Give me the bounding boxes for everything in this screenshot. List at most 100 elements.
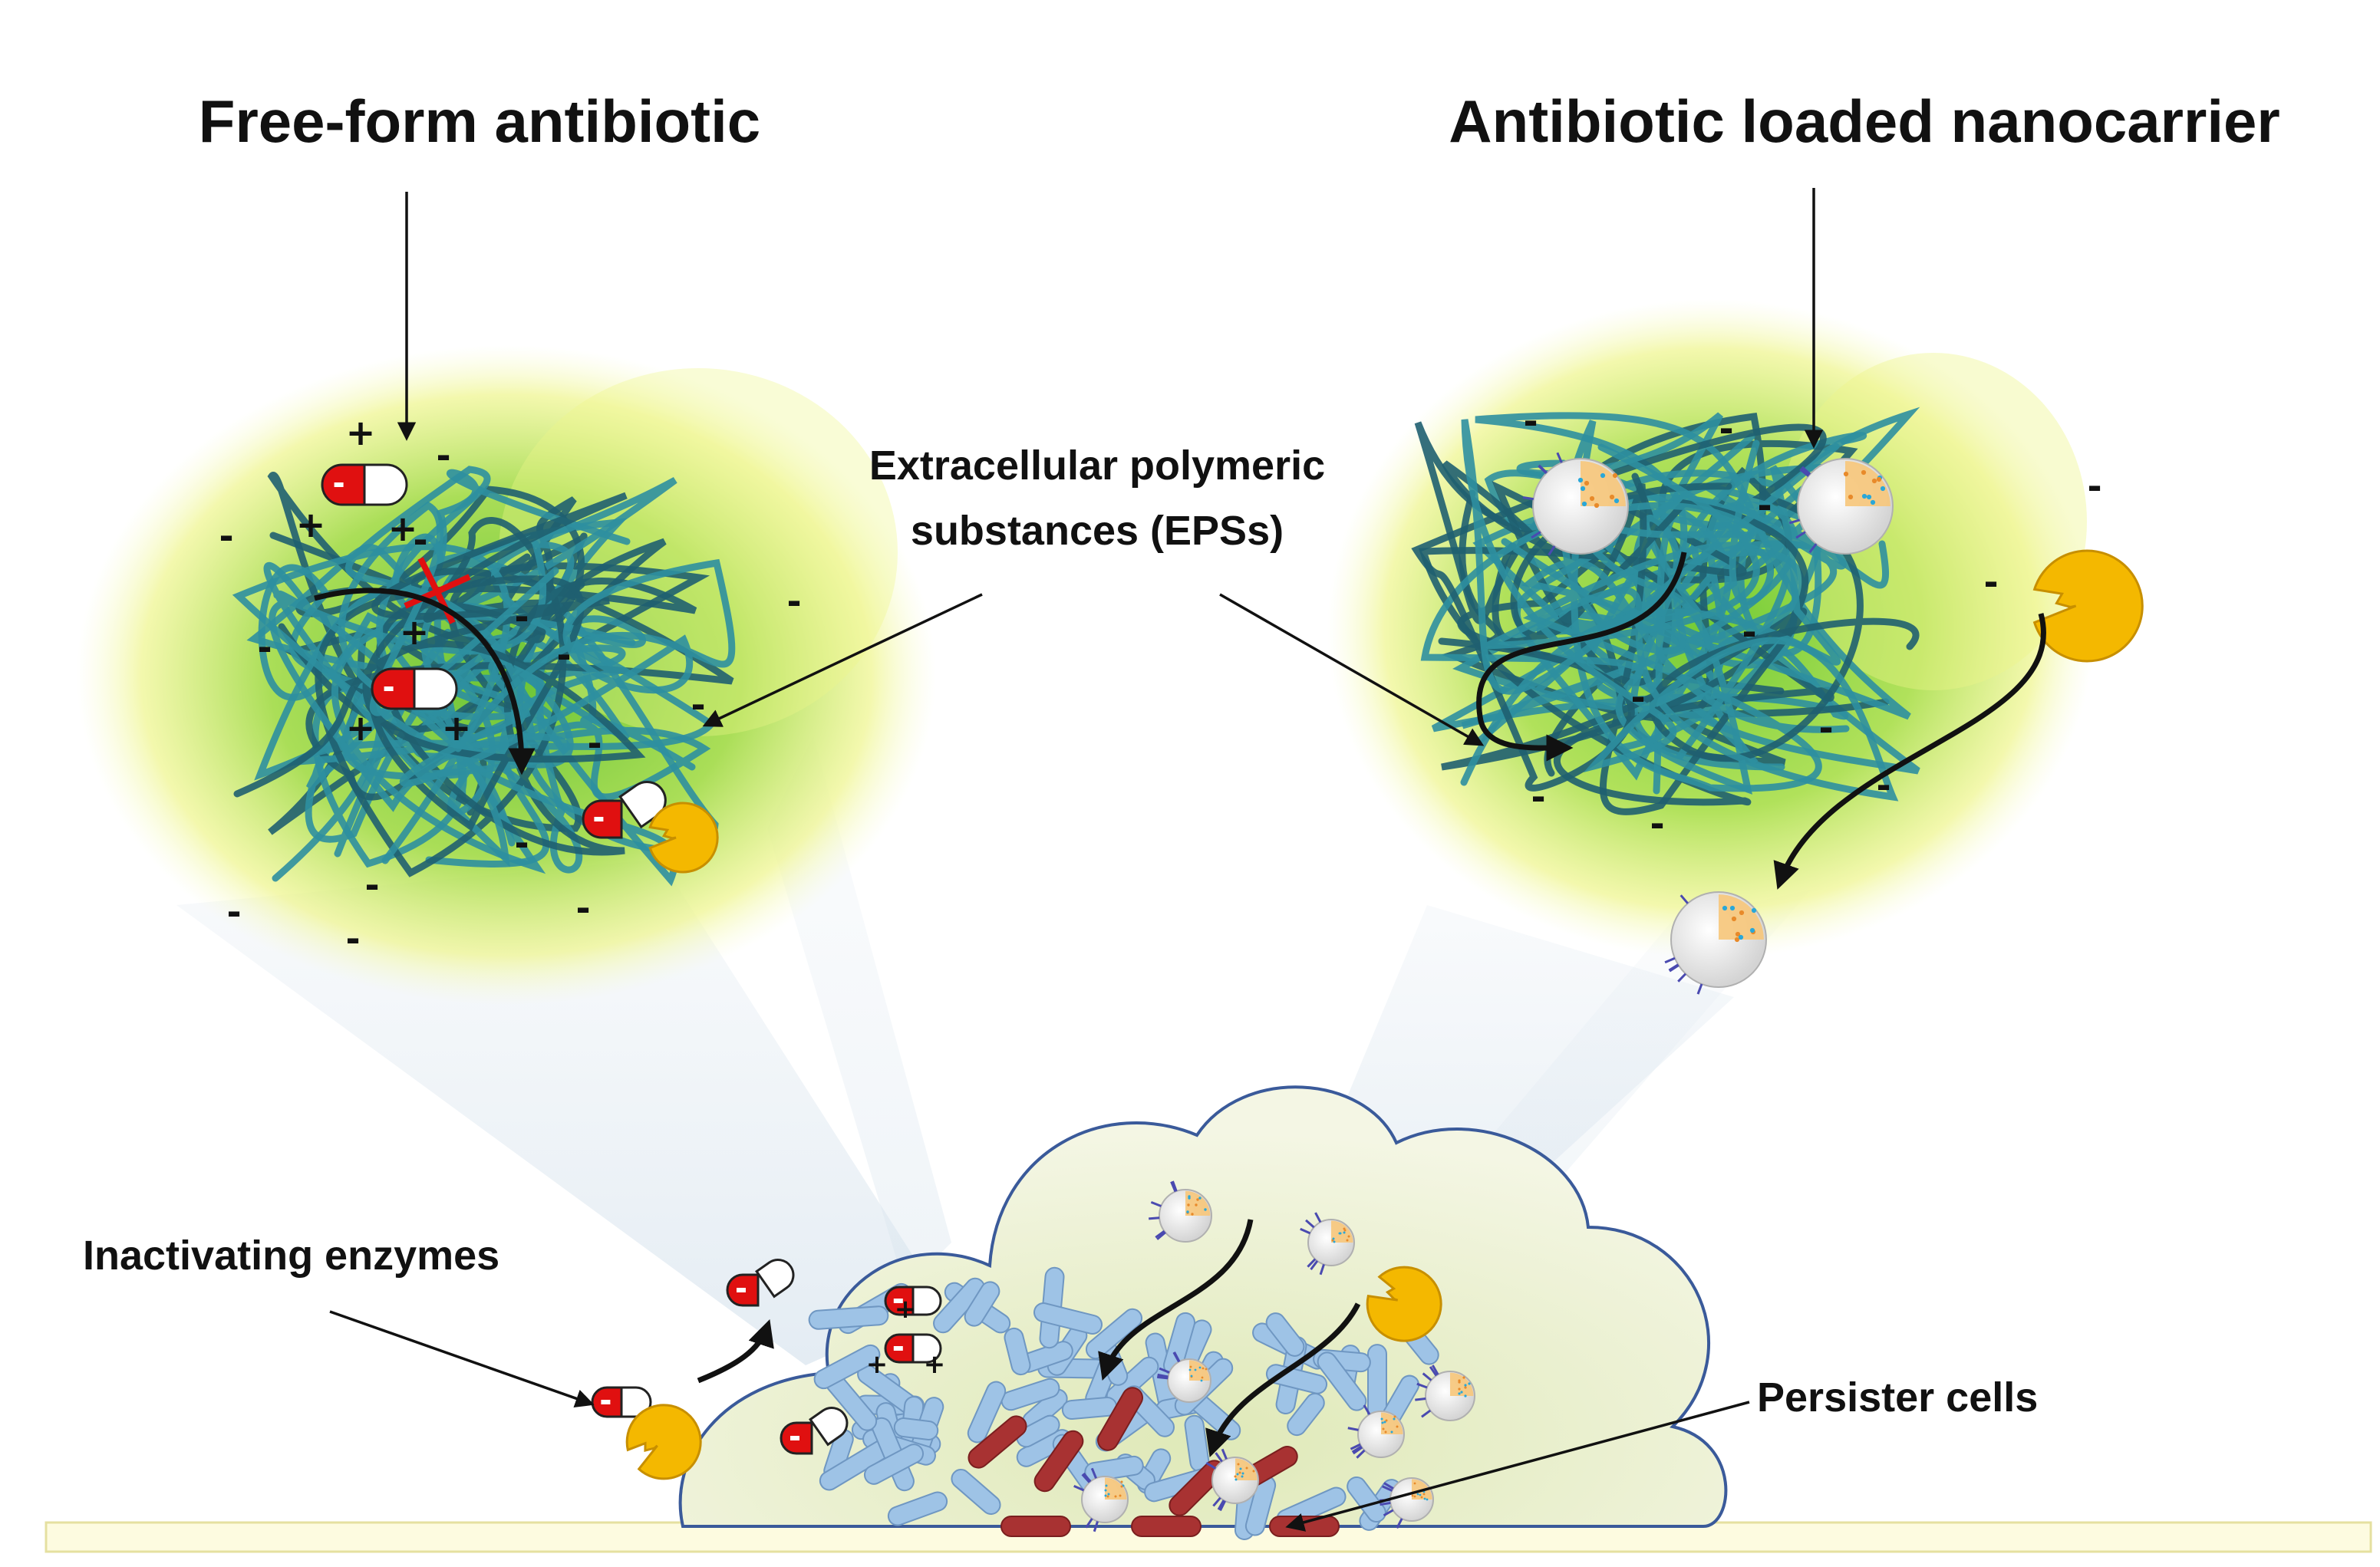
- negative-charge: -: [1531, 776, 1545, 818]
- bacterium-rod: [1347, 1476, 1386, 1523]
- negative-charge: -: [1719, 408, 1733, 449]
- positive-charge: +: [895, 1294, 917, 1325]
- arrow-biofilm-1: [1098, 1219, 1254, 1381]
- antibiotic-capsule-icon: [321, 463, 408, 506]
- bacterium-rod: [887, 1491, 948, 1526]
- arrow-eps-left: [702, 593, 983, 727]
- bacterium-rod: [1000, 1378, 1060, 1411]
- negative-charge: -: [587, 723, 602, 764]
- negative-charge: -: [1742, 611, 1756, 653]
- bacterium-rod: [964, 1281, 1000, 1327]
- arrow-diffusion-blocked: [314, 588, 536, 775]
- nanocarrier-icon: [1157, 1351, 1211, 1403]
- negative-charge: -: [226, 891, 241, 933]
- negative-charge: -: [556, 634, 571, 676]
- broken-capsule-icon: [780, 1407, 849, 1455]
- enzyme-icon: [625, 1404, 702, 1480]
- bacterium-rod: [1265, 1312, 1305, 1357]
- negative-charge: -: [514, 596, 529, 637]
- nanocarrier-icon: [1149, 1180, 1212, 1243]
- negative-charge: -: [691, 684, 705, 726]
- persister-cell: [1097, 1387, 1143, 1451]
- antibiotic-capsule-icon: [591, 1386, 652, 1418]
- nanocarrier-icon: [1300, 1212, 1355, 1276]
- negative-charge: -: [1818, 707, 1833, 749]
- negative-charge: -: [345, 918, 360, 960]
- title-free-form: Free-form antibiotic: [199, 87, 760, 155]
- bacterium-rod: [1033, 1302, 1103, 1335]
- bacterium-rod: [1085, 1308, 1143, 1360]
- positive-charge: +: [346, 707, 376, 749]
- bacterium-rod: [893, 1417, 939, 1440]
- positive-charge: +: [346, 412, 376, 453]
- positive-charge: +: [924, 1349, 946, 1380]
- arrow-enzymes: [329, 1310, 595, 1408]
- persister-cell: [1269, 1516, 1340, 1537]
- title-nanocarrier: Antibiotic loaded nanocarrier: [1449, 87, 2280, 155]
- negative-charge: -: [219, 515, 233, 557]
- eps-strand: [1461, 419, 1899, 802]
- persister-cell: [967, 1415, 1027, 1469]
- pointer-arrows: [329, 188, 1824, 1532]
- nanocarrier-icon: [1522, 452, 1629, 556]
- positive-charge: +: [388, 508, 418, 549]
- antibiotic-capsule-icon: [371, 667, 458, 710]
- arrow-nano-penetrate-1: [1476, 551, 1687, 762]
- eps-strand: [338, 501, 736, 787]
- bacterium-rod: [951, 1469, 1001, 1515]
- broken-capsule-icon: [726, 1259, 795, 1307]
- bacterium-rod: [1004, 1327, 1031, 1376]
- bacterium-rod: [1084, 1455, 1144, 1483]
- eps-blob-right: [1327, 299, 2095, 959]
- label-persister: Persister cells: [1757, 1374, 2038, 1421]
- negative-charge: -: [1650, 803, 1664, 844]
- nanocarrier-icon: [1788, 458, 1894, 555]
- eps-strands-right: [1411, 407, 1920, 815]
- positive-charge: +: [442, 707, 472, 749]
- persister-cell: [1000, 1516, 1071, 1537]
- label-eps-line2: substances (EPSs): [911, 508, 1284, 554]
- negative-charge: -: [575, 887, 590, 929]
- inactivating-enzymes: [625, 549, 2144, 1480]
- negative-charge: -: [514, 822, 529, 864]
- negative-charge: -: [1983, 561, 1998, 603]
- negative-charge: -: [786, 581, 801, 622]
- negative-charge: -: [257, 627, 272, 668]
- bacterium-rod: [1061, 1396, 1118, 1421]
- arrow-persister: [1285, 1401, 1750, 1532]
- nanocarrier-icon: [1347, 1404, 1405, 1459]
- arrow-eps-right: [1219, 593, 1485, 746]
- eps-strand: [232, 466, 678, 887]
- broken-capsule-icon: [582, 781, 667, 839]
- antibiotic-capsule-icon: [884, 1333, 942, 1364]
- label-enzymes: Inactivating enzymes: [83, 1233, 499, 1279]
- enzyme-icon: [1366, 1266, 1442, 1342]
- negative-charge: -: [2087, 466, 2101, 507]
- bacterium-rod: [863, 1444, 925, 1485]
- negative-charge: -: [1757, 485, 1772, 526]
- negative-charge: -: [436, 435, 450, 476]
- persister-cell: [1131, 1516, 1202, 1537]
- arrow-biofilm-2: [1205, 1302, 1361, 1457]
- antibiotic-capsules: +++: [321, 463, 946, 1455]
- arrow-capsule-release: [697, 1319, 774, 1384]
- nanocarriers: [1073, 452, 1894, 1532]
- movement-arrows: [314, 551, 2046, 1457]
- nanocarrier-icon: [1664, 891, 1767, 995]
- negative-charge: -: [364, 864, 379, 906]
- enzyme-icon: [648, 802, 719, 874]
- eps-strand: [233, 492, 646, 831]
- antibiotic-capsule-icon: [884, 1286, 942, 1316]
- nanocarrier-icon: [1073, 1467, 1129, 1532]
- bacterium-rod: [967, 1381, 1007, 1444]
- label-eps-line1: Extracellular polymeric: [869, 443, 1325, 489]
- positive-charge: +: [400, 611, 430, 653]
- bacterium-rod: [813, 1344, 881, 1390]
- eps-strands-left: [232, 466, 736, 887]
- eps-strand: [1521, 420, 1850, 792]
- negative-charge: -: [1630, 677, 1645, 718]
- charges-left: ++++++--------------: [219, 412, 801, 960]
- positive-charge: +: [866, 1349, 888, 1380]
- bacterium-rod: [1317, 1351, 1367, 1411]
